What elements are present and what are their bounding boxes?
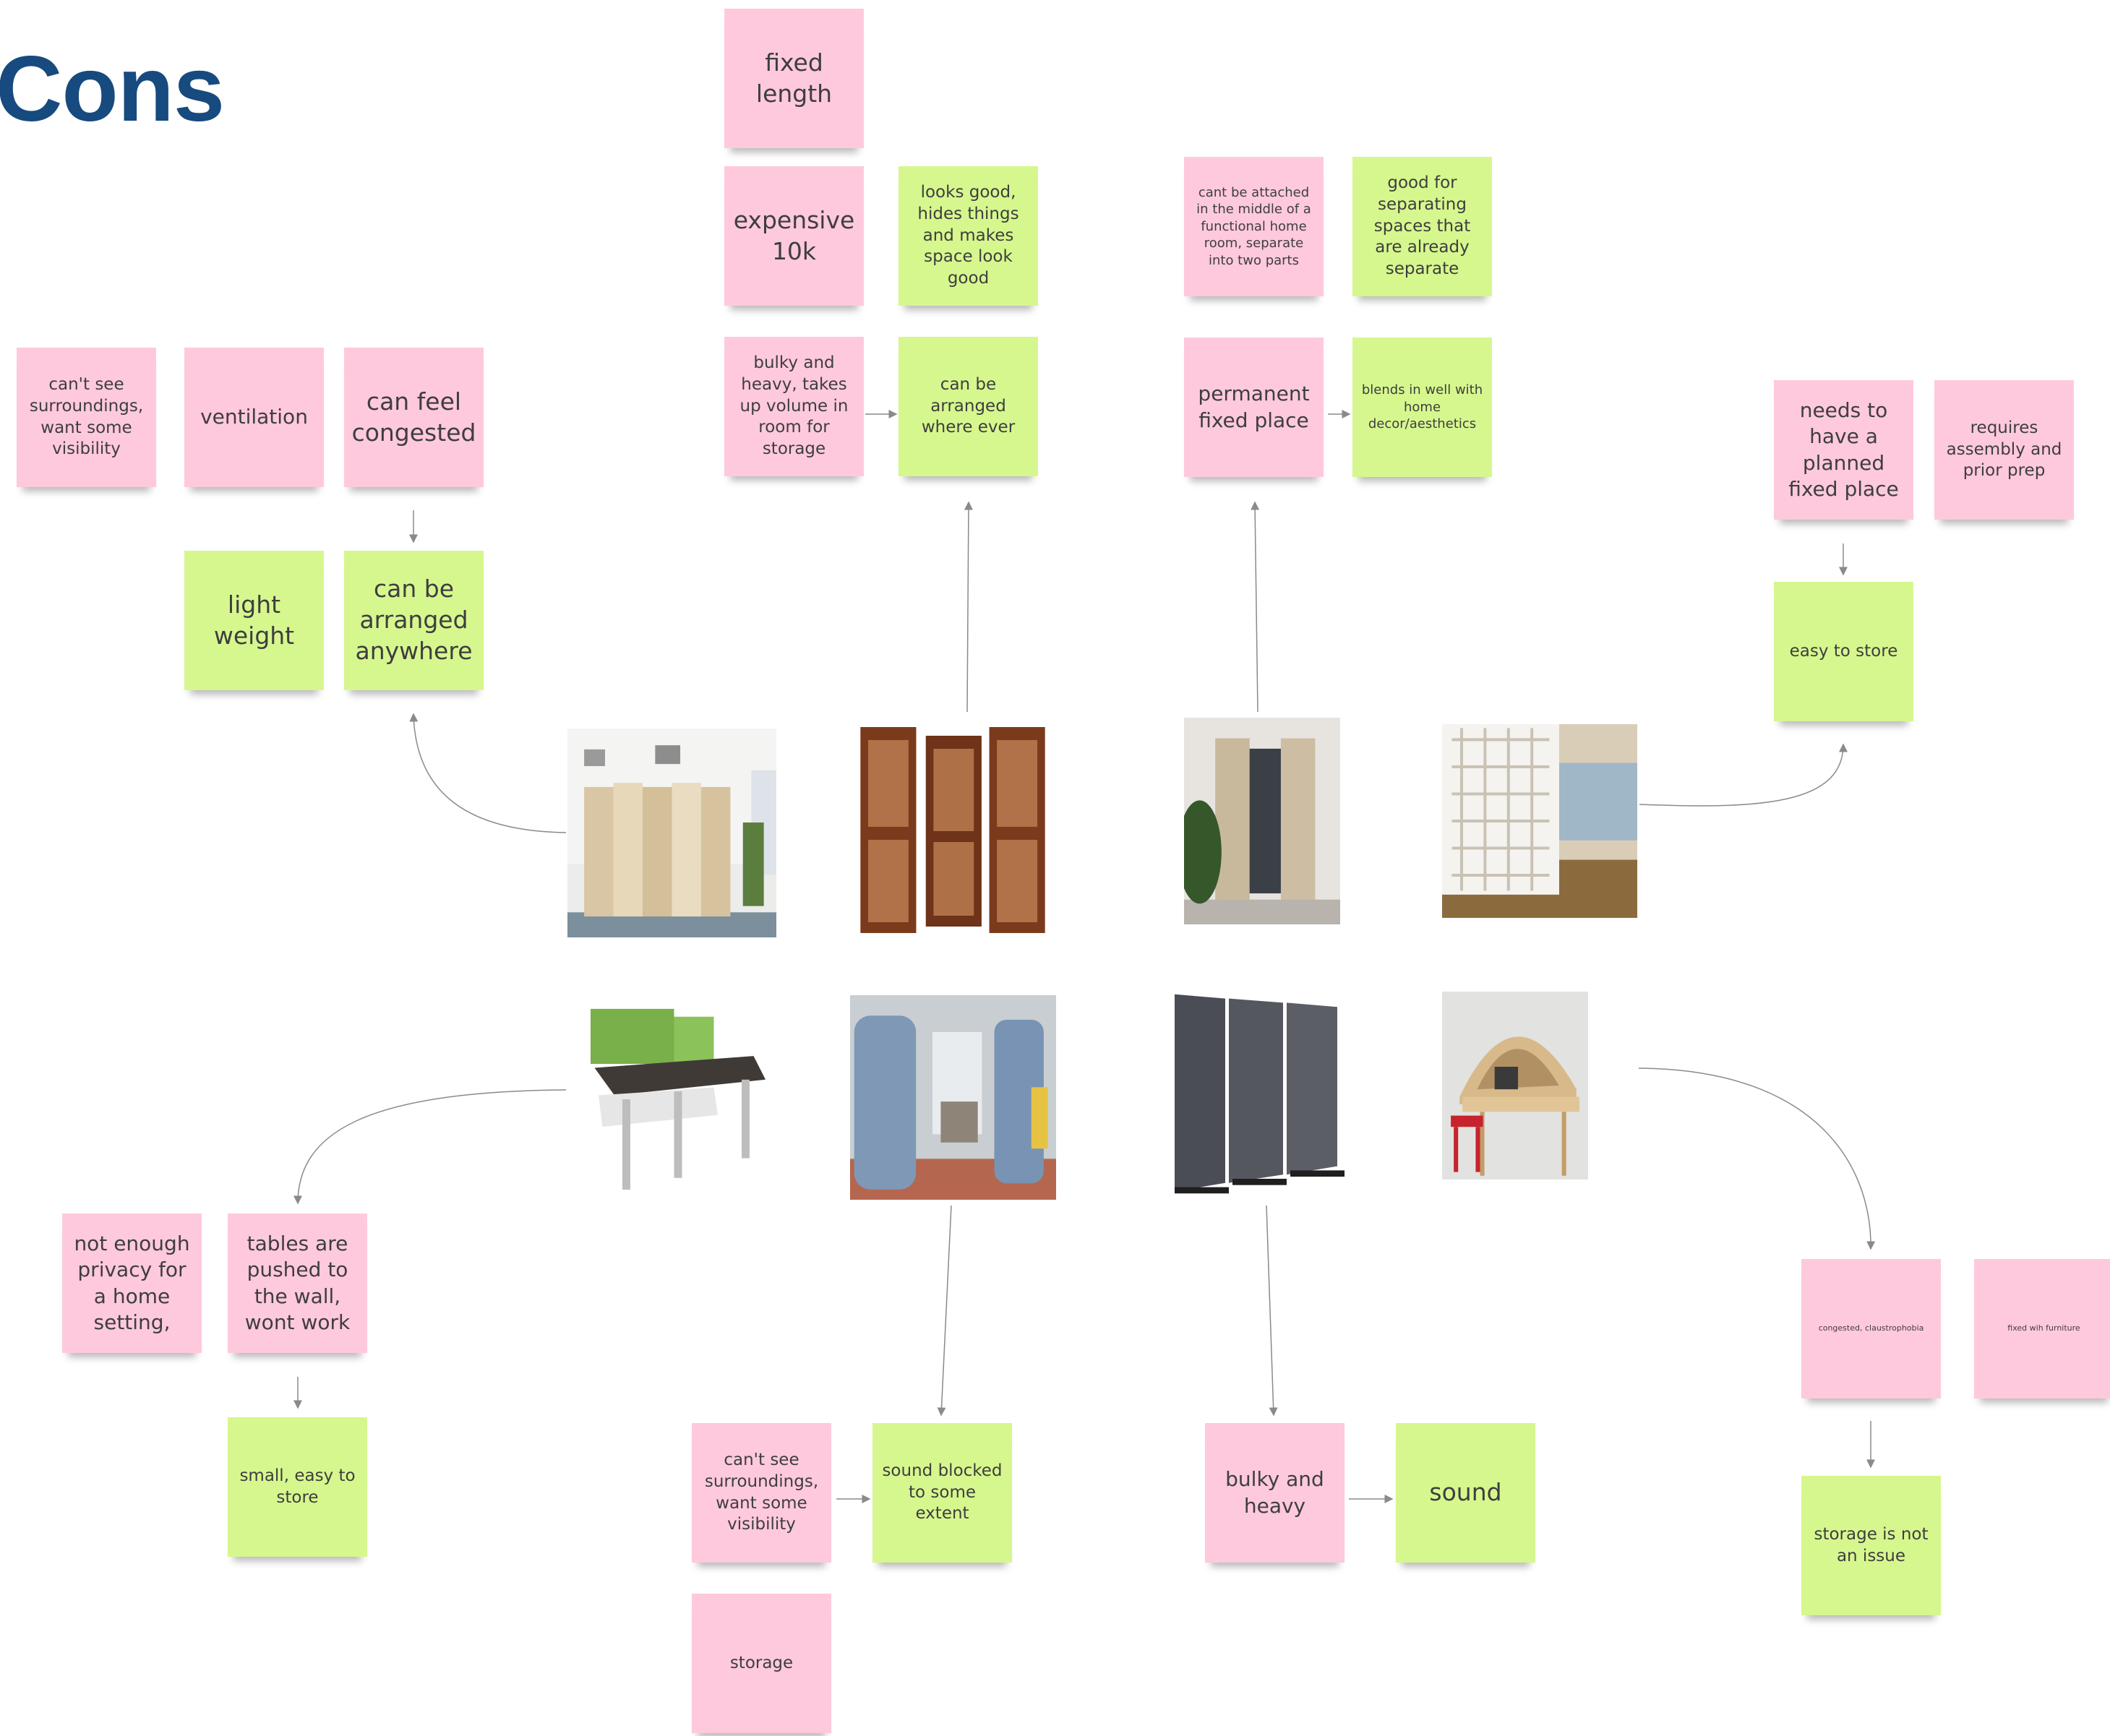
sticky-note-con[interactable]: can feel congested [344, 348, 484, 487]
connector-booth-to-sound-blocked [937, 1205, 952, 1417]
bamboo-folding-screen-photo[interactable] [567, 729, 776, 937]
green-panel-desk-photo[interactable] [575, 1001, 773, 1198]
carved-wooden-screen-photo[interactable] [857, 723, 1049, 940]
sticky-note-pro[interactable]: looks good, hides things and makes space… [899, 166, 1038, 306]
sticky-note-con[interactable]: can't see surroundings, want some visibi… [17, 348, 156, 487]
sticky-note-con[interactable]: tables are pushed to the wall, wont work [228, 1213, 367, 1353]
grey-acoustic-panels-photo[interactable] [1171, 990, 1352, 1200]
sticky-note-con[interactable]: storage [692, 1594, 831, 1733]
sticky-note-con[interactable]: bulky and heavy, takes up volume in room… [724, 337, 864, 476]
sticky-note-con[interactable]: congested, claustrophobia [1801, 1259, 1941, 1398]
sticky-note-con[interactable]: bulky and heavy [1205, 1423, 1345, 1563]
acoustic-booth-photo[interactable] [850, 995, 1056, 1200]
sticky-note-pro[interactable]: good for separating spaces that are alre… [1352, 157, 1492, 296]
sticky-note-con[interactable]: needs to have a planned fixed place [1774, 380, 1913, 520]
connector-lattice-to-easy-store [1639, 743, 1848, 807]
sticky-note-con[interactable]: fixed length [724, 9, 864, 148]
sticky-note-pro[interactable]: easy to store [1774, 582, 1913, 721]
sticky-note-con[interactable]: fixed wih furniture [1974, 1259, 2110, 1398]
sticky-note-con[interactable]: permanent fixed place [1184, 338, 1324, 477]
sticky-note-con[interactable]: requires assembly and prior prep [1934, 380, 2074, 520]
sticky-note-con[interactable]: can't see surroundings, want some visibi… [692, 1423, 831, 1563]
board-title: Cons [0, 38, 225, 141]
sticky-note-pro[interactable]: blends in well with home decor/aesthetic… [1352, 338, 1492, 477]
sticky-note-pro[interactable]: sound blocked to some extent [872, 1423, 1012, 1563]
connector-desk-to-tables [293, 1089, 567, 1205]
connector-carved-to-arranged-where-ever [964, 501, 973, 713]
sticky-note-pro[interactable]: sound [1396, 1423, 1535, 1563]
pod-desk-photo[interactable] [1442, 992, 1588, 1179]
lattice-panel-room-photo[interactable] [1442, 724, 1637, 918]
connector-pod-to-congested [1638, 1067, 1876, 1250]
connector-bamboo-to-arranged-anywhere [409, 713, 567, 833]
sticky-note-pro[interactable]: storage is not an issue [1801, 1476, 1941, 1615]
sticky-note-con[interactable]: cant be attached in the middle of a func… [1184, 157, 1324, 296]
sticky-note-con[interactable]: ventilation [184, 348, 324, 487]
sticky-note-con[interactable]: expensive 10k [724, 166, 864, 306]
connector-curtain-to-permanent [1251, 501, 1260, 713]
sticky-note-pro[interactable]: can be arranged where ever [899, 337, 1038, 476]
sticky-note-pro[interactable]: small, easy to store [228, 1417, 367, 1557]
curtain-doorway-photo[interactable] [1184, 718, 1340, 924]
connector-panels-to-bulky [1266, 1205, 1278, 1417]
sticky-note-con[interactable]: not enough privacy for a home setting, [62, 1213, 202, 1353]
sticky-note-pro[interactable]: light weight [184, 551, 324, 690]
sticky-note-pro[interactable]: can be arranged anywhere [344, 551, 484, 690]
